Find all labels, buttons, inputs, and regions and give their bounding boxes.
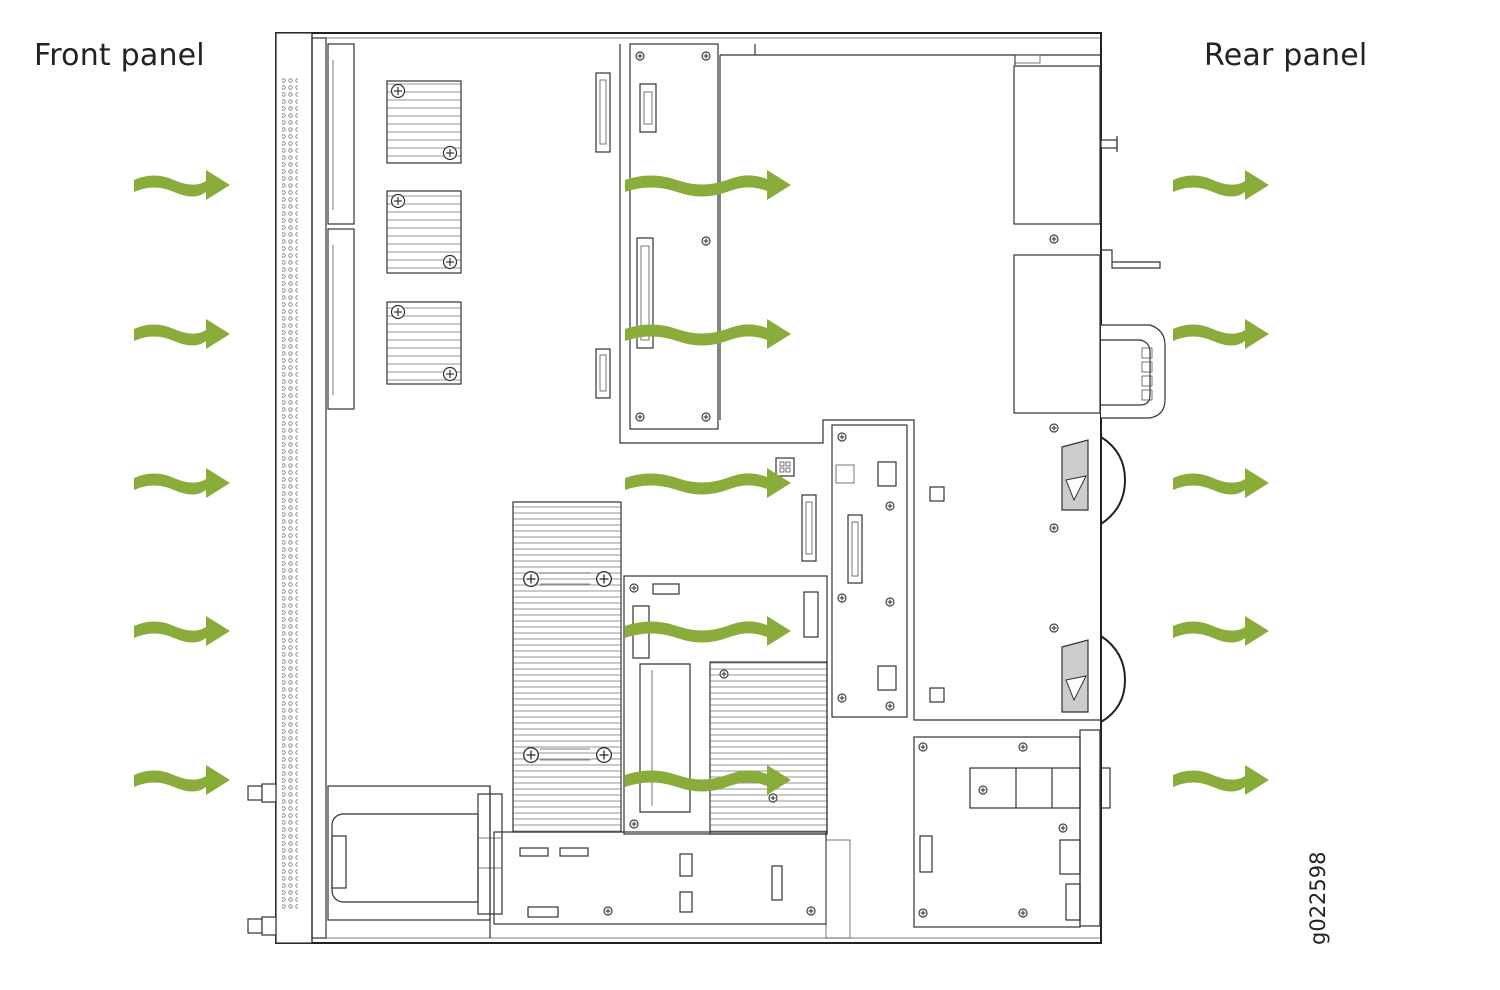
bottom-board bbox=[489, 786, 851, 939]
airflow-inlet-arrows bbox=[134, 170, 230, 795]
airflow-arrow-icon bbox=[625, 616, 791, 646]
front-thumbscrew-icon bbox=[247, 783, 277, 936]
bottom-left-tray bbox=[327, 785, 503, 921]
front-panel-label: Front panel bbox=[34, 38, 205, 73]
fan-module-icon bbox=[1061, 436, 1127, 723]
top-rails bbox=[719, 44, 1101, 420]
airflow-arrow-icon bbox=[1173, 616, 1269, 646]
heatsink-group-top bbox=[386, 80, 462, 385]
interface-card-right bbox=[831, 424, 945, 718]
airflow-arrow-icon bbox=[134, 765, 230, 795]
airflow-arrow-icon bbox=[134, 319, 230, 349]
front-bezel bbox=[247, 32, 327, 944]
riser-card-top bbox=[619, 43, 1101, 721]
airflow-arrow-icon bbox=[134, 170, 230, 200]
power-supply-bays bbox=[1013, 65, 1101, 633]
module-card-center bbox=[623, 575, 828, 835]
airflow-arrow-icon bbox=[1173, 319, 1269, 349]
psu-handle-icon bbox=[1100, 136, 1166, 419]
airflow-arrow-icon bbox=[134, 468, 230, 498]
airflow-exhaust-arrows bbox=[1173, 170, 1269, 795]
airflow-arrow-icon bbox=[1173, 468, 1269, 498]
airflow-arrow-icon bbox=[625, 468, 791, 498]
front-drive-bays bbox=[327, 43, 355, 410]
airflow-arrow-icon bbox=[625, 319, 791, 349]
connectors-column bbox=[595, 72, 611, 399]
airflow-arrow-icon bbox=[1173, 170, 1269, 200]
airflow-arrow-icon bbox=[625, 170, 791, 200]
rear-panel-label: Rear panel bbox=[1204, 38, 1368, 73]
heatsink-large bbox=[512, 501, 622, 833]
power-connector-icon bbox=[775, 457, 817, 562]
rear-io-module bbox=[913, 729, 1111, 928]
airflow-arrow-icon bbox=[1173, 765, 1269, 795]
airflow-arrow-icon bbox=[134, 616, 230, 646]
